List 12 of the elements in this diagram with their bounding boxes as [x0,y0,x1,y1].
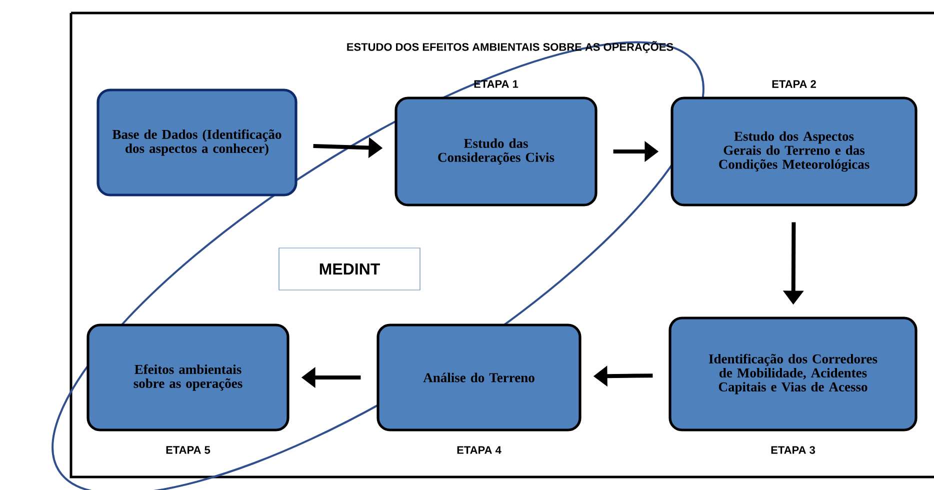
process-box: Base de Dados (Identificação dos aspectos a conhecer) [96,88,298,196]
process-box: Estudo das Considerações Civis [394,96,598,206]
step-label: ETAPA 3 [771,446,816,454]
step-label: ETAPA 1 [474,80,518,88]
process-box: Identificação dos Corredores de Mobilidade, Acidentes Capitais e Vias de Acesso [668,316,918,432]
label-box: MEDINT [278,248,420,290]
step-label: ETAPA 2 [772,80,816,88]
process-box: Estudo dos Aspectos Gerais do Terreno e das Condições Meteorológicas [670,96,918,206]
process-box: Efeitos ambientais sobre as operações [86,324,290,432]
step-label: ETAPA 5 [166,446,210,454]
step-label: ETAPA 4 [457,446,502,454]
process-box: Análise do Terreno [376,324,582,432]
